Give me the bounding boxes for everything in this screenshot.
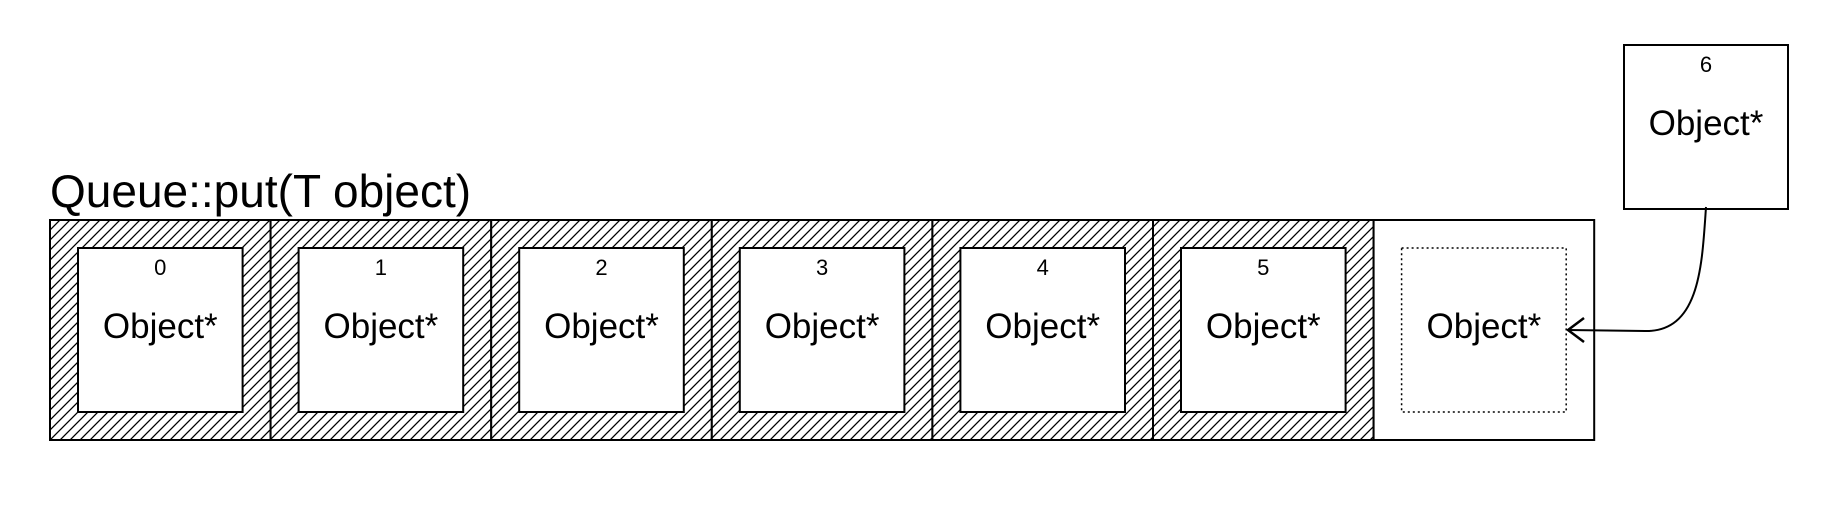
queue-slot: Object* (1372, 219, 1596, 441)
object-box (77, 247, 244, 413)
object-box (959, 247, 1127, 413)
slot-index: 5 (1257, 255, 1269, 280)
slot-object-label: Object* (985, 307, 1100, 346)
slot-object-label: Object* (1206, 307, 1321, 346)
queue-array: 0Object*1Object*2Object*3Object*4Object*… (49, 219, 1596, 441)
slot-object-label: Object* (1427, 307, 1542, 346)
slot-index: 0 (154, 255, 166, 280)
incoming-object-index: 6 (1700, 52, 1712, 77)
slot-index: 2 (595, 255, 607, 280)
insert-arrow-curve (1567, 206, 1707, 333)
slot-index: 1 (375, 255, 387, 280)
object-box (297, 247, 465, 413)
object-box (518, 247, 685, 413)
slot-object-label: Object* (765, 307, 880, 346)
empty-object-box (1400, 247, 1567, 413)
incoming-object-label: Object* (1649, 104, 1764, 143)
slot-index: 4 (1037, 255, 1049, 280)
slot-index: 3 (816, 255, 828, 280)
insert-arrow-head (1565, 317, 1585, 343)
slot-object-label: Object* (103, 307, 218, 346)
diagram-title: Queue::put(T object) (50, 165, 471, 217)
incoming-object: 6 Object* (1623, 44, 1789, 210)
incoming-object-box (1623, 44, 1789, 210)
object-box (738, 247, 906, 413)
slot-object-label: Object* (544, 307, 659, 346)
slot-object-label: Object* (324, 307, 439, 346)
object-box (1180, 247, 1347, 413)
